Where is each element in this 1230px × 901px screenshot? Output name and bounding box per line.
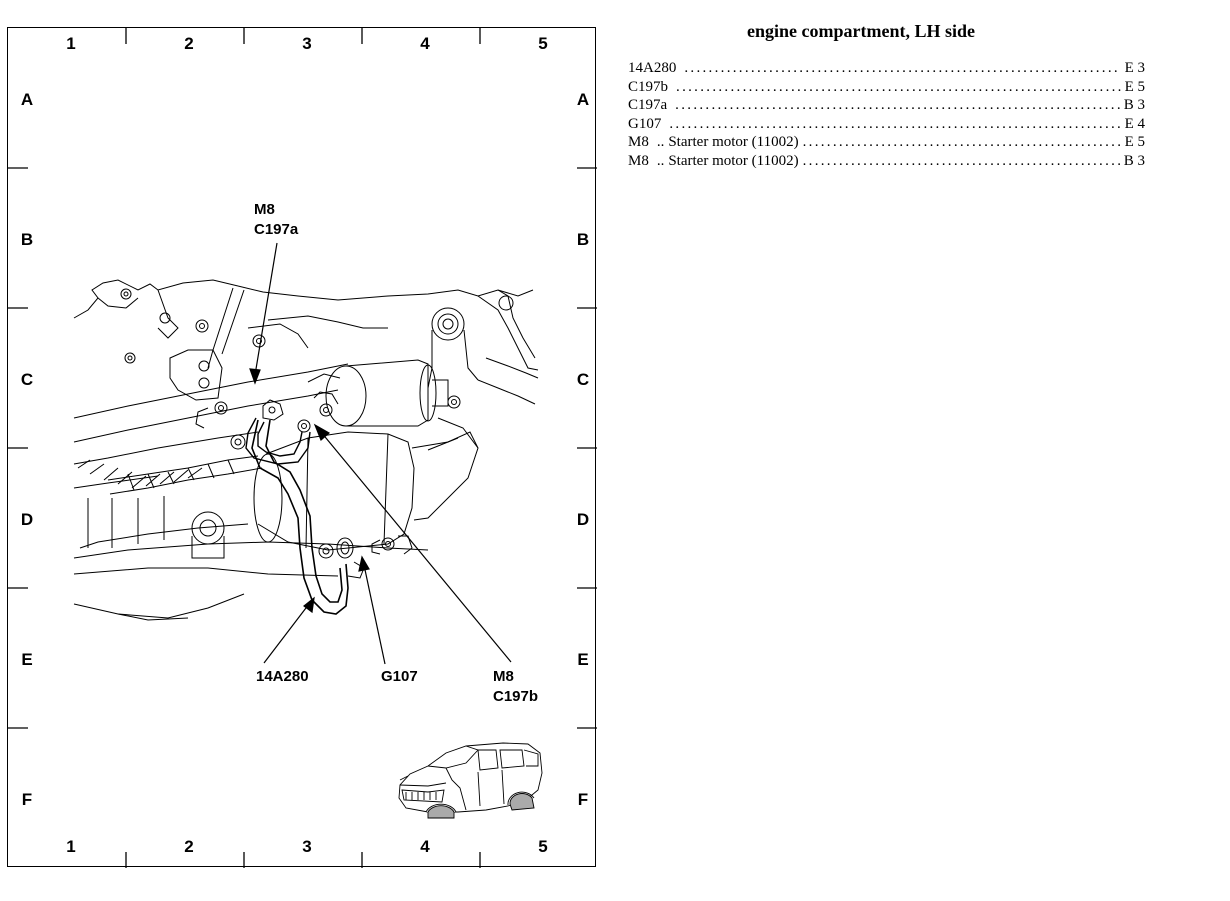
grid-col-3-top: 3: [302, 34, 312, 53]
legend-code: 14A280: [628, 60, 677, 76]
diagram-frame: 1 2 3 4 5 1 2 3 4 5 A B C D E F A B C D …: [7, 27, 597, 868]
legend-grid-ref: E 5: [1124, 78, 1145, 95]
legend-grid-ref: E 4: [1124, 115, 1145, 132]
callout-m8-c197b-line2: C197b: [493, 688, 539, 705]
grid-col-1-bottom: 1: [66, 837, 76, 856]
grid-col-2-bottom: 2: [184, 837, 194, 856]
grid-col-2-top: 2: [184, 34, 194, 53]
grid-col-4-top: 4: [420, 34, 430, 53]
legend-row: M8 .. Starter motor (11002) ............…: [628, 153, 1145, 172]
legend-code: M8: [628, 134, 649, 150]
grid-col-5-bottom: 5: [538, 837, 548, 856]
callout-m8-c197a-line2: C197a: [254, 221, 299, 238]
callout-m8-c197b-line1: M8: [493, 668, 514, 685]
grid-col-4-bottom: 4: [420, 837, 430, 856]
component-legend: 14A280 .................................…: [628, 60, 1145, 171]
grid-row-b-right: B: [576, 230, 590, 249]
grid-row-a-left: A: [20, 90, 34, 109]
legend-grid-ref: E 5: [1124, 134, 1145, 150]
legend-leader-dots: ........................................…: [676, 78, 1121, 95]
legend-row: C197a ..................................…: [628, 97, 1145, 116]
callout-g107: G107: [381, 667, 418, 687]
legend-code: C197b: [628, 78, 669, 95]
legend-leader-dots: ........................................…: [675, 97, 1120, 113]
legend-title: engine compartment, LH side: [747, 21, 975, 41]
callout-m8-c197a: M8 C197a: [254, 200, 298, 240]
grid-col-5-top: 5: [538, 34, 548, 53]
legend-row: 14A280 .................................…: [628, 60, 1145, 79]
grid-row-d-left: D: [20, 510, 34, 529]
grid-col-1-top: 1: [66, 34, 76, 53]
legend-leader-dots: ........................................…: [684, 60, 1120, 76]
legend-code: C197a: [628, 97, 668, 113]
callout-14a280: 14A280: [256, 667, 309, 687]
legend-code: M8: [628, 152, 649, 169]
engine-illustration: [8, 28, 597, 868]
legend-grid-ref: B 3: [1123, 97, 1145, 113]
vehicle-locator-icon: [398, 742, 543, 819]
legend-leader-dots: ........................................…: [669, 115, 1121, 132]
legend-description: Starter motor (11002): [668, 134, 799, 150]
grid-row-f-right: F: [577, 790, 589, 809]
legend-separator: ..: [656, 134, 665, 150]
grid-row-a-right: A: [576, 90, 590, 109]
legend-row: G107 ...................................…: [628, 116, 1145, 135]
callout-g107-line1: G107: [381, 668, 418, 685]
grid-row-c-right: C: [576, 370, 590, 389]
legend-separator: ..: [656, 152, 665, 169]
legend-description: Starter motor (11002): [668, 152, 799, 169]
grid-row-c-left: C: [20, 370, 34, 389]
grid-col-3-bottom: 3: [302, 837, 312, 856]
legend-grid-ref: E 3: [1124, 60, 1145, 76]
legend-row: M8 .. Starter motor (11002) ............…: [628, 134, 1145, 153]
legend-row: C197b ..................................…: [628, 79, 1145, 98]
legend-leader-dots: ........................................…: [802, 134, 1121, 150]
grid-row-b-left: B: [20, 230, 34, 249]
grid-row-f-left: F: [21, 790, 33, 809]
legend-grid-ref: B 3: [1123, 152, 1145, 169]
callout-m8-c197a-line1: M8: [254, 201, 275, 218]
callout-m8-c197b: M8 C197b: [493, 667, 538, 707]
grid-row-d-right: D: [576, 510, 590, 529]
callout-14a280-line1: 14A280: [256, 668, 309, 685]
legend-code: G107: [628, 115, 662, 132]
grid-row-e-right: E: [577, 650, 589, 669]
legend-leader-dots: ........................................…: [802, 152, 1120, 169]
grid-row-e-left: E: [21, 650, 33, 669]
